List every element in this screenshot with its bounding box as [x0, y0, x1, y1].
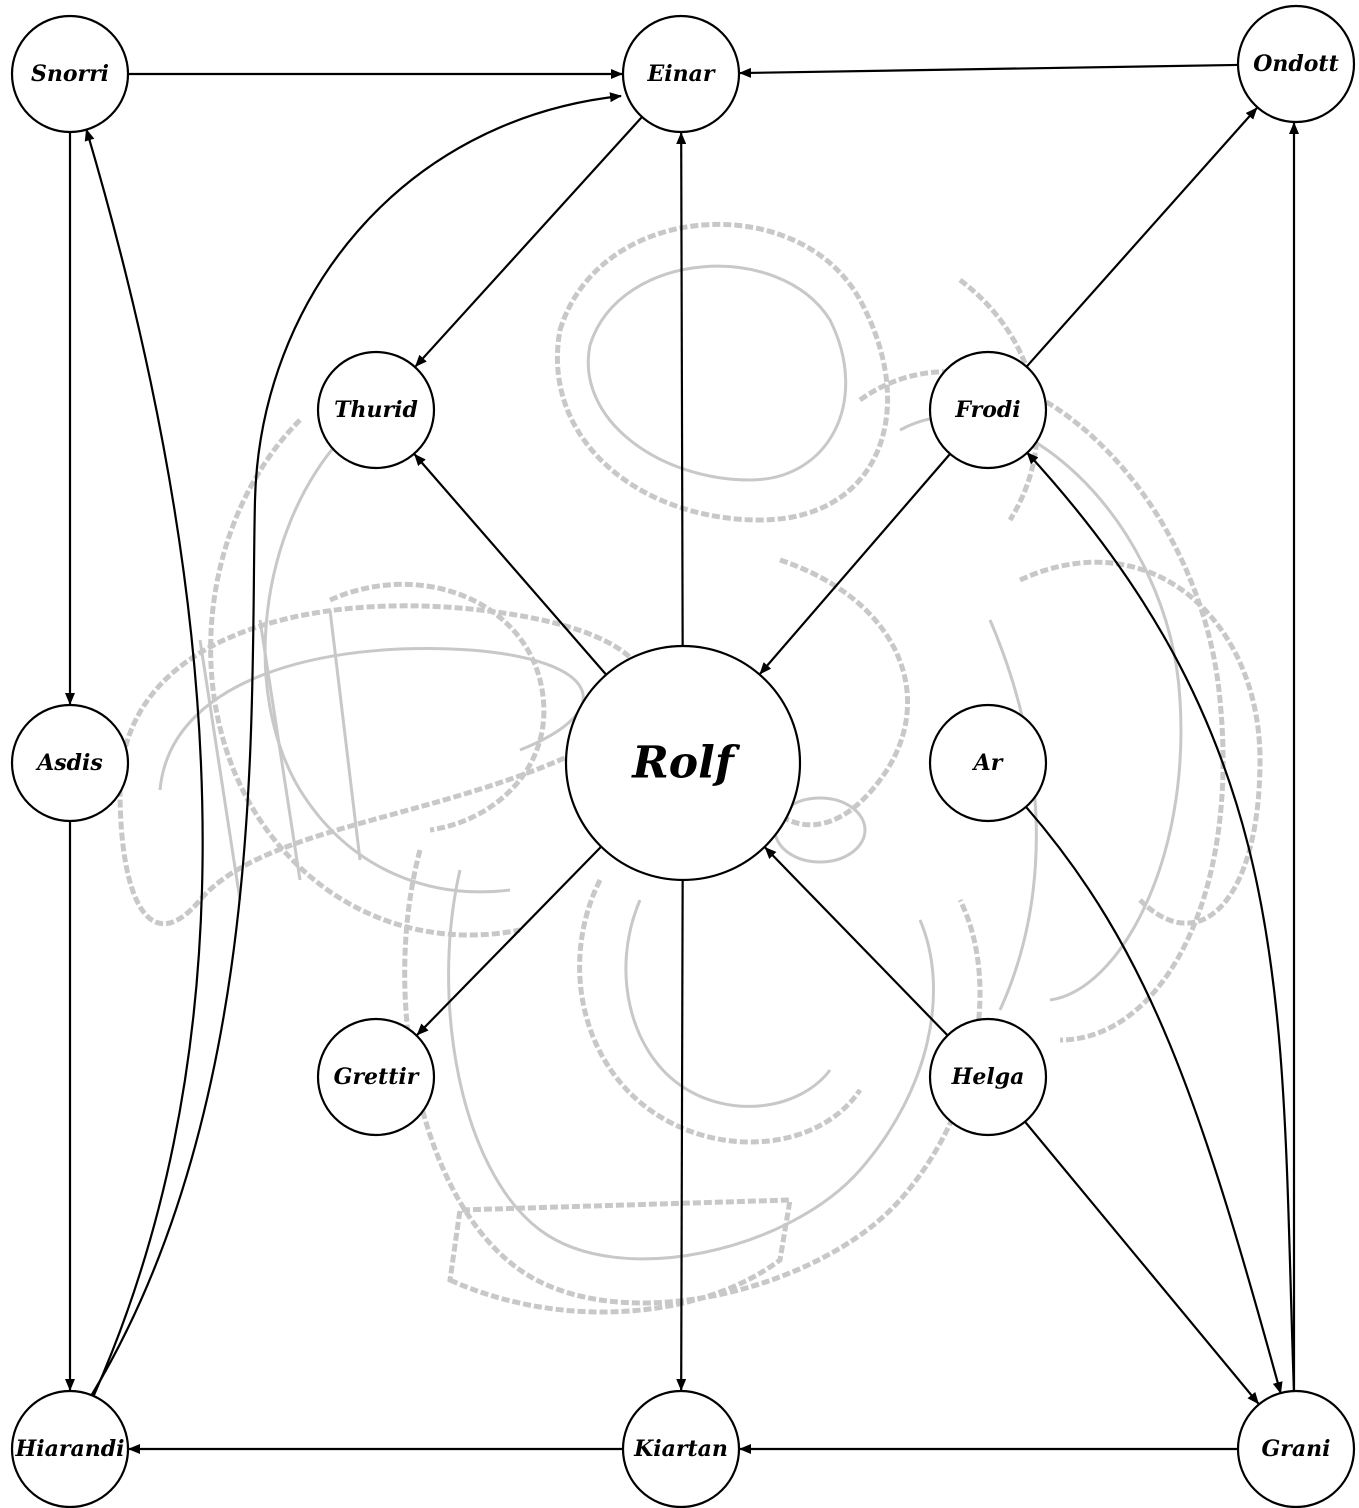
node-grani[interactable]: Grani	[1238, 1391, 1354, 1507]
node-frodi[interactable]: Frodi	[930, 352, 1046, 468]
node-helga-label: Helga	[951, 1064, 1025, 1090]
edge-helga-to-grani	[1025, 1122, 1258, 1404]
edge-grani-to-frodi	[1027, 453, 1294, 1391]
node-asdis-label: Asdis	[35, 750, 103, 776]
node-ar-label: Ar	[972, 750, 1004, 776]
edge-rolf-to-grettir	[417, 847, 601, 1035]
node-ar[interactable]: Ar	[930, 705, 1046, 821]
edge-rolf-to-einar	[681, 133, 682, 646]
edge-rolf-to-thurid	[415, 455, 607, 675]
node-rolf[interactable]: Rolf	[566, 646, 800, 880]
edge-frodi-to-rolf	[760, 454, 950, 674]
node-grettir[interactable]: Grettir	[318, 1019, 434, 1135]
node-snorri[interactable]: Snorri	[12, 16, 128, 132]
node-thurid[interactable]: Thurid	[318, 352, 434, 468]
edge-ar-to-grani	[1026, 807, 1281, 1393]
edge-hiarandi-to-einar	[92, 96, 621, 1395]
node-kiartan[interactable]: Kiartan	[623, 1391, 739, 1507]
node-ondott-label: Ondott	[1253, 51, 1339, 77]
node-helga[interactable]: Helga	[930, 1019, 1046, 1135]
node-grettir-label: Grettir	[334, 1064, 420, 1090]
edge-rolf-to-kiartan	[681, 880, 682, 1390]
edge-helga-to-rolf	[765, 848, 947, 1036]
node-hiarandi[interactable]: Hiarandi	[12, 1391, 128, 1507]
node-kiartan-label: Kiartan	[633, 1436, 728, 1462]
node-rolf-label: Rolf	[630, 738, 741, 789]
node-einar[interactable]: Einar	[623, 16, 739, 132]
edge-frodi-to-ondott	[1027, 108, 1257, 367]
node-asdis[interactable]: Asdis	[12, 705, 128, 821]
node-frodi-label: Frodi	[954, 397, 1020, 423]
node-snorri-label: Snorri	[31, 61, 109, 87]
node-einar-label: Einar	[647, 61, 716, 87]
node-ondott[interactable]: Ondott	[1238, 6, 1354, 122]
node-grani-label: Grani	[1262, 1436, 1331, 1462]
node-hiarandi-label: Hiarandi	[15, 1436, 125, 1462]
node-thurid-label: Thurid	[334, 397, 418, 423]
edge-ondott-to-einar	[740, 65, 1238, 73]
